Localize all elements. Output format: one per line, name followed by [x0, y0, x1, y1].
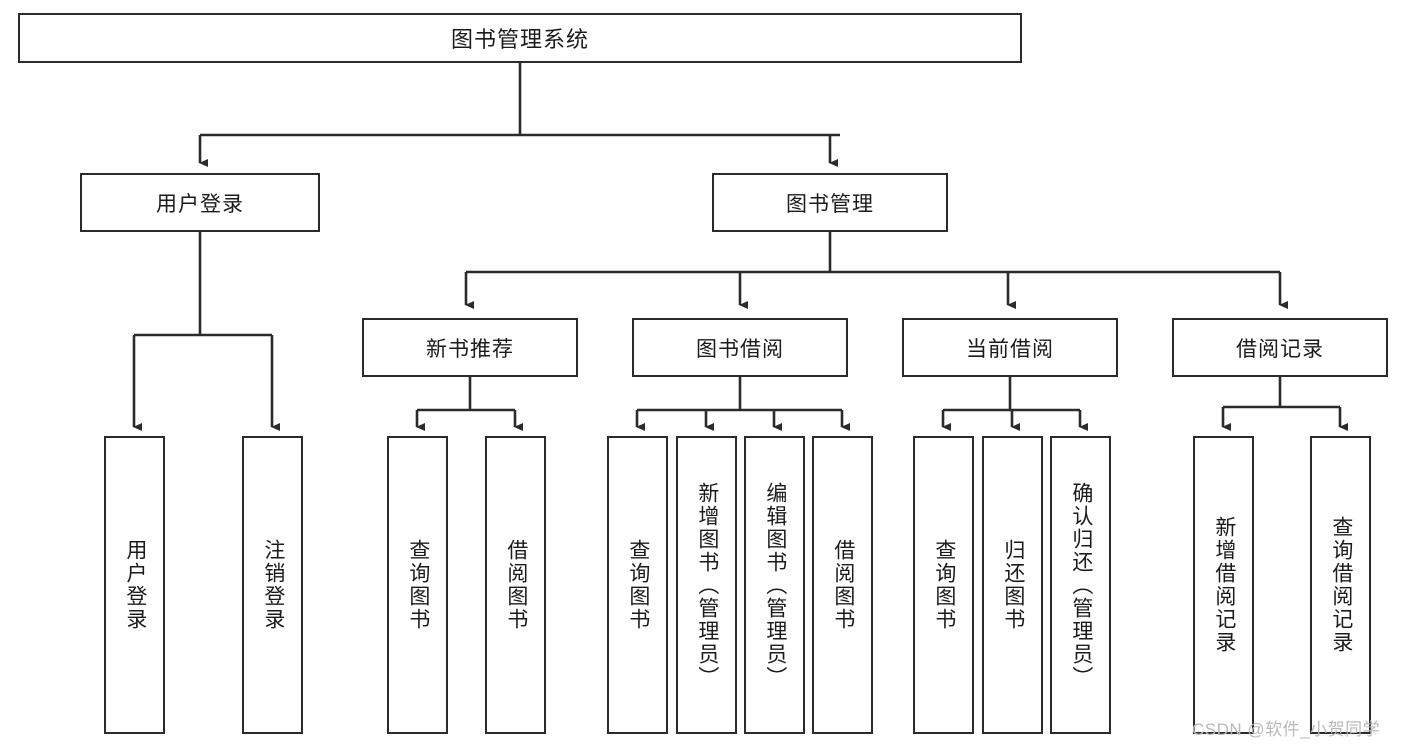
- node-user-login-label: 用户登录: [156, 192, 244, 216]
- node-current-borrow[interactable]: 当前借阅: [902, 318, 1118, 377]
- node-borrow-record-label: 借阅记录: [1236, 337, 1324, 361]
- node-current-borrow-label: 当前借阅: [966, 337, 1054, 361]
- leaf-book-borrow-edit[interactable]: 编辑图书（管理员）: [744, 436, 805, 734]
- leaf-label: 查询图书: [626, 539, 650, 631]
- leaf-book-borrow-query[interactable]: 查询图书: [607, 436, 668, 734]
- leaf-user-login-signout[interactable]: 注销登录: [242, 436, 303, 734]
- leaf-new-book-query[interactable]: 查询图书: [387, 436, 448, 734]
- leaf-label: 新增图书（管理员）: [695, 481, 719, 689]
- leaf-current-borrow-query[interactable]: 查询图书: [913, 436, 974, 734]
- leaf-label: 借阅图书: [504, 539, 528, 631]
- leaf-label: 查询借阅记录: [1329, 516, 1353, 654]
- leaf-label: 借阅图书: [831, 539, 855, 631]
- node-new-book-recommend-label: 新书推荐: [426, 337, 514, 361]
- leaf-label: 新增借阅记录: [1212, 516, 1236, 654]
- leaf-label: 确认归还（管理员）: [1069, 481, 1093, 689]
- leaf-label: 用户登录: [123, 539, 147, 631]
- leaf-label: 查询图书: [406, 539, 430, 631]
- watermark: CSDN @软件_小贺同学: [1192, 720, 1381, 739]
- leaf-borrow-record-add[interactable]: 新增借阅记录: [1193, 436, 1254, 734]
- node-user-login[interactable]: 用户登录: [80, 173, 320, 232]
- node-book-borrow-label: 图书借阅: [696, 337, 784, 361]
- leaf-label: 注销登录: [261, 539, 285, 631]
- leaf-new-book-borrow[interactable]: 借阅图书: [485, 436, 546, 734]
- node-book-management-label: 图书管理: [786, 192, 874, 216]
- node-book-borrow[interactable]: 图书借阅: [632, 318, 848, 377]
- leaf-current-borrow-confirm-return[interactable]: 确认归还（管理员）: [1050, 436, 1111, 734]
- node-root-label: 图书管理系统: [450, 27, 589, 52]
- leaf-book-borrow-borrow[interactable]: 借阅图书: [812, 436, 873, 734]
- node-book-management[interactable]: 图书管理: [712, 173, 948, 232]
- leaf-user-login-signin[interactable]: 用户登录: [104, 436, 165, 734]
- leaf-current-borrow-return[interactable]: 归还图书: [982, 436, 1043, 734]
- node-new-book-recommend[interactable]: 新书推荐: [362, 318, 578, 377]
- leaf-book-borrow-add[interactable]: 新增图书（管理员）: [676, 436, 737, 734]
- leaf-label: 编辑图书（管理员）: [763, 481, 787, 689]
- leaf-label: 查询图书: [932, 539, 956, 631]
- leaf-borrow-record-query[interactable]: 查询借阅记录: [1310, 436, 1371, 734]
- leaf-label: 归还图书: [1001, 539, 1025, 631]
- node-root[interactable]: 图书管理系统: [18, 13, 1022, 63]
- node-borrow-record[interactable]: 借阅记录: [1172, 318, 1388, 377]
